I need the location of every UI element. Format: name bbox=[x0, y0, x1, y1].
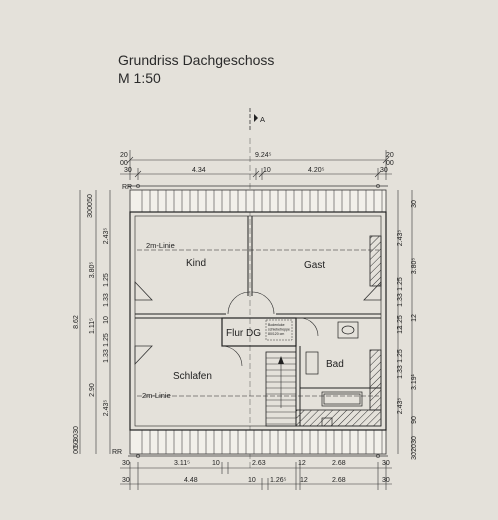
right-dim-inner: 2.43⁵ bbox=[397, 398, 404, 415]
dim-top-30-left: 30 bbox=[124, 167, 132, 174]
left-dimensions bbox=[79, 190, 111, 454]
left-dim-inner-b: 2.43⁵ bbox=[103, 400, 110, 417]
top-dimensions bbox=[120, 150, 392, 180]
bottom-dim-value: 3.11⁵ bbox=[174, 460, 190, 467]
left-dim-inner-b: 10 bbox=[103, 316, 110, 324]
section-marker-label: A bbox=[260, 115, 265, 124]
plan-title: Grundriss Dachgeschoss bbox=[118, 52, 275, 68]
right-dim-inner: 1.33 bbox=[397, 365, 404, 379]
dim-top-right-20: 20 bbox=[386, 152, 394, 159]
left-dim-small: 00 bbox=[73, 446, 80, 454]
doors bbox=[221, 291, 319, 367]
right-dim-small: 30 bbox=[411, 452, 418, 460]
left-dim-small: 30 bbox=[87, 210, 94, 218]
bottom-dim-value: 2.68 bbox=[332, 477, 346, 484]
room-label-kind: Kind bbox=[186, 258, 206, 269]
dim-top-left-20: 20 bbox=[120, 152, 128, 159]
two-meter-line-top: 2m-Linie bbox=[146, 241, 175, 250]
left-dim-small: 30 bbox=[73, 434, 80, 442]
bottom-dim-row-1: 30 3.11⁵ 10 2.63 12 2.68 30 bbox=[122, 460, 390, 467]
right-dim-small: 90 bbox=[411, 416, 418, 424]
right-dim-small: 12 bbox=[411, 314, 418, 322]
bottom-dim-value: 30 bbox=[122, 460, 130, 467]
bottom-dimensions bbox=[120, 462, 392, 490]
dim-top-30-right: 30 bbox=[380, 167, 388, 174]
bottom-dim-value: 12 bbox=[298, 460, 306, 467]
plan-scale: M 1:50 bbox=[118, 70, 161, 86]
right-dim-small: 20 bbox=[411, 444, 418, 452]
left-dim-inner-b: 1.33 bbox=[103, 293, 110, 307]
dim-top-434: 4.34 bbox=[192, 167, 206, 174]
eave-bottom bbox=[128, 429, 388, 458]
dim-top-left-00: 00 bbox=[120, 160, 128, 167]
left-dim-inner-b: 1.25 bbox=[103, 333, 110, 347]
eave-top bbox=[128, 184, 388, 213]
dim-top-right-00: 00 bbox=[386, 160, 394, 167]
right-dim-inner: 1.25 bbox=[397, 315, 404, 329]
right-dim-labels: 3.80⁵3.19¹2.43⁵1.251.331.25121.251.332.4… bbox=[397, 200, 418, 460]
left-dim-labels: 8.62 3.80⁵ 1.11⁵ 2.90 2.43⁵ 1.25 1.33 10 1.25 1.3… bbox=[73, 194, 110, 454]
right-dim-inner: 1.25 bbox=[397, 277, 404, 291]
right-dim-small: 30 bbox=[411, 200, 418, 208]
roof-windows bbox=[134, 280, 382, 366]
interior-walls bbox=[135, 216, 381, 427]
right-dim-inner: 1.33 bbox=[397, 293, 404, 307]
outer-walls bbox=[129, 211, 387, 431]
rr-bottom-label: RR bbox=[112, 449, 122, 456]
left-dim-inner-a: 1.11⁵ bbox=[89, 318, 96, 334]
bottom-dim-value: 2.68 bbox=[332, 460, 346, 467]
stair-arrow bbox=[278, 356, 284, 408]
hatched-walls bbox=[295, 235, 382, 427]
right-dim-inner: 1.25 bbox=[397, 349, 404, 363]
left-dim-outer: 8.62 bbox=[73, 315, 80, 329]
room-label-schlafen: Schlafen bbox=[173, 371, 212, 382]
left-dim-small: 30 bbox=[73, 426, 80, 434]
room-label-flur: Flur DG bbox=[226, 328, 261, 339]
right-dimensions bbox=[397, 190, 413, 454]
bottom-dim-value: 12 bbox=[300, 477, 308, 484]
bottom-dim-value: 4.48 bbox=[184, 477, 198, 484]
left-dim-inner-b: 1.25 bbox=[103, 273, 110, 287]
bottom-dim-value: 30 bbox=[122, 477, 130, 484]
left-dim-inner-a: 3.80⁵ bbox=[89, 262, 96, 279]
hatch-note-line: schiebetreppe bbox=[268, 328, 290, 332]
right-dim-inner: 2.43⁵ bbox=[397, 230, 404, 247]
left-dim-small: 50 bbox=[73, 440, 80, 448]
room-label-bad: Bad bbox=[326, 359, 344, 370]
bottom-dim-row-2: 30 4.48 10 1.26⁵ 12 2.68 30 bbox=[122, 477, 390, 484]
right-dim-outer: 3.19¹ bbox=[411, 373, 418, 390]
right-dim-inner: 12 bbox=[397, 326, 404, 334]
bath-fixtures bbox=[305, 321, 363, 427]
left-dim-small: 50 bbox=[87, 194, 94, 202]
hatch-note-line: 80/120 cm bbox=[268, 332, 284, 336]
bottom-dim-value: 1.26⁵ bbox=[270, 477, 287, 484]
bottom-dim-value: 2.63 bbox=[252, 460, 266, 467]
left-dim-inner-b: 1.33 bbox=[103, 349, 110, 363]
left-dim-small: 00 bbox=[87, 202, 94, 210]
left-dim-inner-b: 2.43⁵ bbox=[103, 228, 110, 245]
hatch-note-line: Bodenluke bbox=[268, 323, 285, 327]
dim-top-total: 9.24⁵ bbox=[255, 152, 272, 159]
rr-top-label: RR bbox=[122, 184, 132, 191]
right-dim-outer: 3.80⁵ bbox=[411, 258, 418, 275]
left-dim-inner-a: 2.90 bbox=[89, 383, 96, 397]
bottom-dim-value: 30 bbox=[382, 477, 390, 484]
bottom-dim-value: 10 bbox=[212, 460, 220, 467]
bottom-dim-value: 30 bbox=[382, 460, 390, 467]
room-label-gast: Gast bbox=[304, 260, 325, 271]
dim-top-4205: 4.20⁵ bbox=[308, 167, 325, 174]
bottom-dim-value: 10 bbox=[248, 477, 256, 484]
right-dim-small: 30 bbox=[411, 436, 418, 444]
dim-top-10: 10 bbox=[263, 167, 271, 174]
two-meter-line-bottom: 2m-Linie bbox=[142, 391, 171, 400]
